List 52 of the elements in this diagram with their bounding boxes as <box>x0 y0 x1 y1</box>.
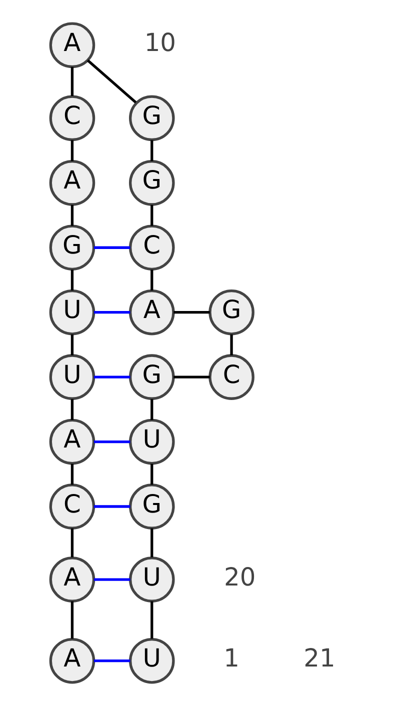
connector <box>94 505 130 508</box>
node-circle: G <box>49 224 96 271</box>
node-circle: U <box>49 354 96 400</box>
connector <box>150 270 154 291</box>
node-circle: G <box>128 354 175 400</box>
node-circle: A <box>49 638 96 684</box>
connector <box>70 601 74 639</box>
node-circle: G <box>128 95 175 142</box>
connector <box>94 311 130 314</box>
connector <box>94 440 130 444</box>
node-circle: A <box>49 160 96 206</box>
node-circle: U <box>49 289 96 336</box>
node-circle: U <box>128 638 175 684</box>
connector <box>174 376 210 378</box>
connector <box>70 66 74 96</box>
node-circle: A <box>128 289 175 336</box>
node-circle: G <box>128 484 175 530</box>
connector <box>70 528 74 558</box>
node-circle: C <box>49 95 96 142</box>
label: 20 <box>224 562 256 592</box>
connector <box>94 578 130 581</box>
connector <box>70 334 74 356</box>
connector <box>86 59 137 104</box>
connector <box>94 660 130 662</box>
connector <box>70 270 74 291</box>
connector <box>150 399 154 420</box>
node-circle: G <box>208 289 254 336</box>
node-circle: C <box>128 224 175 271</box>
label: 1 <box>224 644 240 673</box>
label: 10 <box>144 28 176 57</box>
node-circle: U <box>128 418 175 465</box>
node-circle: A <box>49 22 96 68</box>
connector <box>70 399 74 420</box>
node-circle: A <box>49 418 96 465</box>
connector <box>150 204 154 226</box>
connector <box>94 246 130 249</box>
node-circle: C <box>208 354 254 400</box>
connector <box>174 311 210 314</box>
node-circle: G <box>128 160 175 206</box>
connector <box>70 204 74 226</box>
connector <box>230 334 233 356</box>
node-circle: U <box>128 556 175 602</box>
label: 21 <box>304 644 336 673</box>
connector <box>94 376 130 378</box>
connector <box>70 464 74 485</box>
connector <box>150 464 154 485</box>
connector <box>150 528 154 558</box>
connector <box>70 140 74 162</box>
connector <box>150 601 154 639</box>
node-circle: A <box>49 556 96 602</box>
connector <box>150 140 154 162</box>
node-circle: C <box>49 484 96 530</box>
